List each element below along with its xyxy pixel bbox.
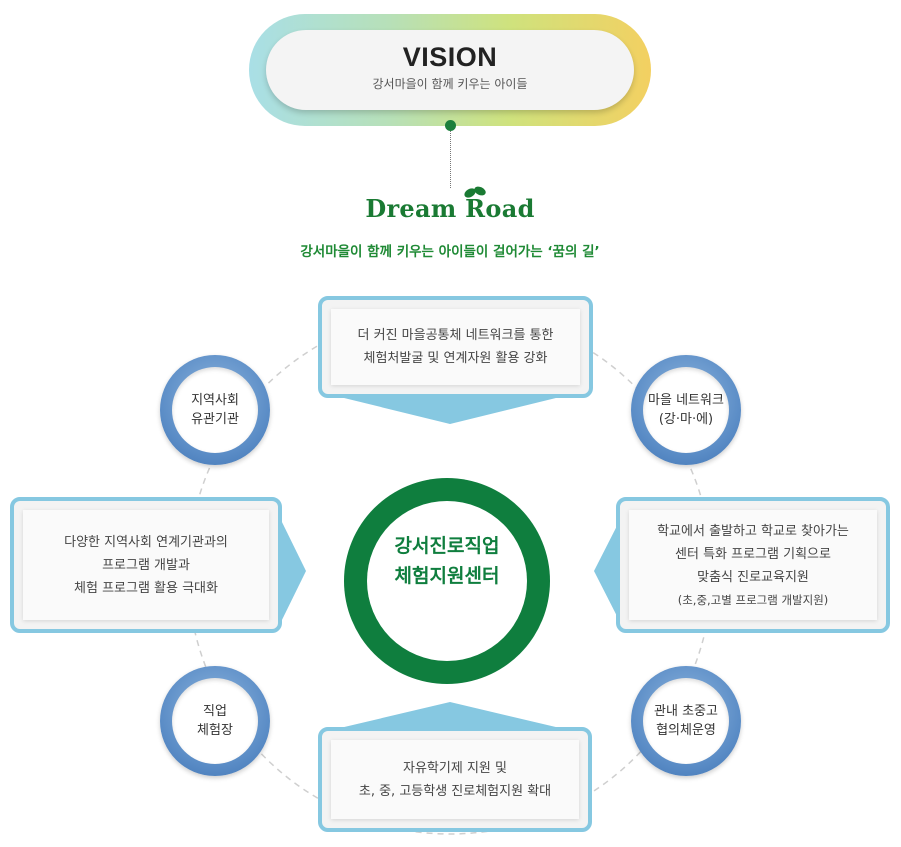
box-top: 더 커진 마을공통체 네트워크를 통한 체험처발굴 및 연계자원 활용 강화 <box>318 296 593 398</box>
node-network: 마을 네트워크 (강·마·에) <box>631 355 741 465</box>
box-right: 학교에서 출발하고 학교로 찾아가는 센터 특화 프로그램 기획으로 맞춤식 진… <box>616 497 890 633</box>
sprout-icon <box>464 186 486 198</box>
box-top-line1: 더 커진 마을공통체 네트워크를 통한 <box>357 328 554 343</box>
node-job-line1: 직업 <box>203 704 227 719</box>
vision-pill: VISION 강서마을이 함께 키우는 아이들 <box>266 30 634 110</box>
box-bottom-line2: 초, 중, 고등학생 진로체험지원 확대 <box>358 783 552 799</box>
box-left: 다양한 지역사회 연계기관과의 프로그램 개발과 체험 프로그램 활용 극대화 <box>10 497 282 633</box>
center-title-line2: 체험지원센터 <box>394 565 500 587</box>
node-network-line1: 마을 네트워크 <box>648 393 724 408</box>
center-title: 강서진로직업 체험지원센터 <box>367 531 527 591</box>
connector-dot <box>445 120 456 131</box>
node-network-line2: (강·마·에) <box>658 412 714 427</box>
node-job: 직업 체험장 <box>160 666 270 776</box>
node-community-line1: 지역사회 <box>191 393 239 408</box>
node-job-line2: 체험장 <box>197 723 233 738</box>
arrow-left <box>594 516 622 626</box>
box-left-line2: 프로그램 개발과 <box>102 557 190 573</box>
dream-road-tagline: 강서마을이 함께 키우는 아이들이 걸어가는 ‘꿈의 길’ <box>300 244 600 260</box>
box-bottom-line1: 자유학기제 지원 및 <box>403 760 507 776</box>
box-right-line3: 맞춤식 진로교육지원 <box>697 569 809 585</box>
dream-road-logo: Dream Road <box>365 194 535 223</box>
box-left-line3: 체험 프로그램 활용 극대화 <box>74 580 218 596</box>
center-title-line1: 강서진로직업 <box>394 535 500 557</box>
center-ring-inner <box>367 501 527 661</box>
node-council-line2: 협의체운영 <box>656 723 716 738</box>
box-right-line1: 학교에서 출발하고 학교로 찾아가는 <box>657 523 849 539</box>
node-community: 지역사회 유관기관 <box>160 355 270 465</box>
box-left-line1: 다양한 지역사회 연계기관과의 <box>64 534 228 550</box>
arrow-down <box>340 397 560 424</box>
dotted-connector <box>450 131 451 188</box>
node-council: 관내 초중고 협의체운영 <box>631 666 741 776</box>
vision-title: VISION <box>402 42 498 72</box>
box-bottom: 자유학기제 지원 및 초, 중, 고등학생 진로체험지원 확대 <box>318 727 592 832</box>
box-top-line2: 체험처발굴 및 연계자원 활용 강화 <box>363 351 548 366</box>
node-community-line2: 유관기관 <box>191 412 239 427</box>
arrow-right <box>278 514 306 628</box>
node-council-line1: 관내 초중고 <box>654 704 718 719</box>
box-right-line2: 센터 특화 프로그램 기획으로 <box>675 546 831 562</box>
arrow-up <box>340 702 560 728</box>
box-right-note: (초,중,고별 프로그램 개발지원) <box>677 592 829 607</box>
vision-subtitle: 강서마을이 함께 키우는 아이들 <box>372 77 528 91</box>
